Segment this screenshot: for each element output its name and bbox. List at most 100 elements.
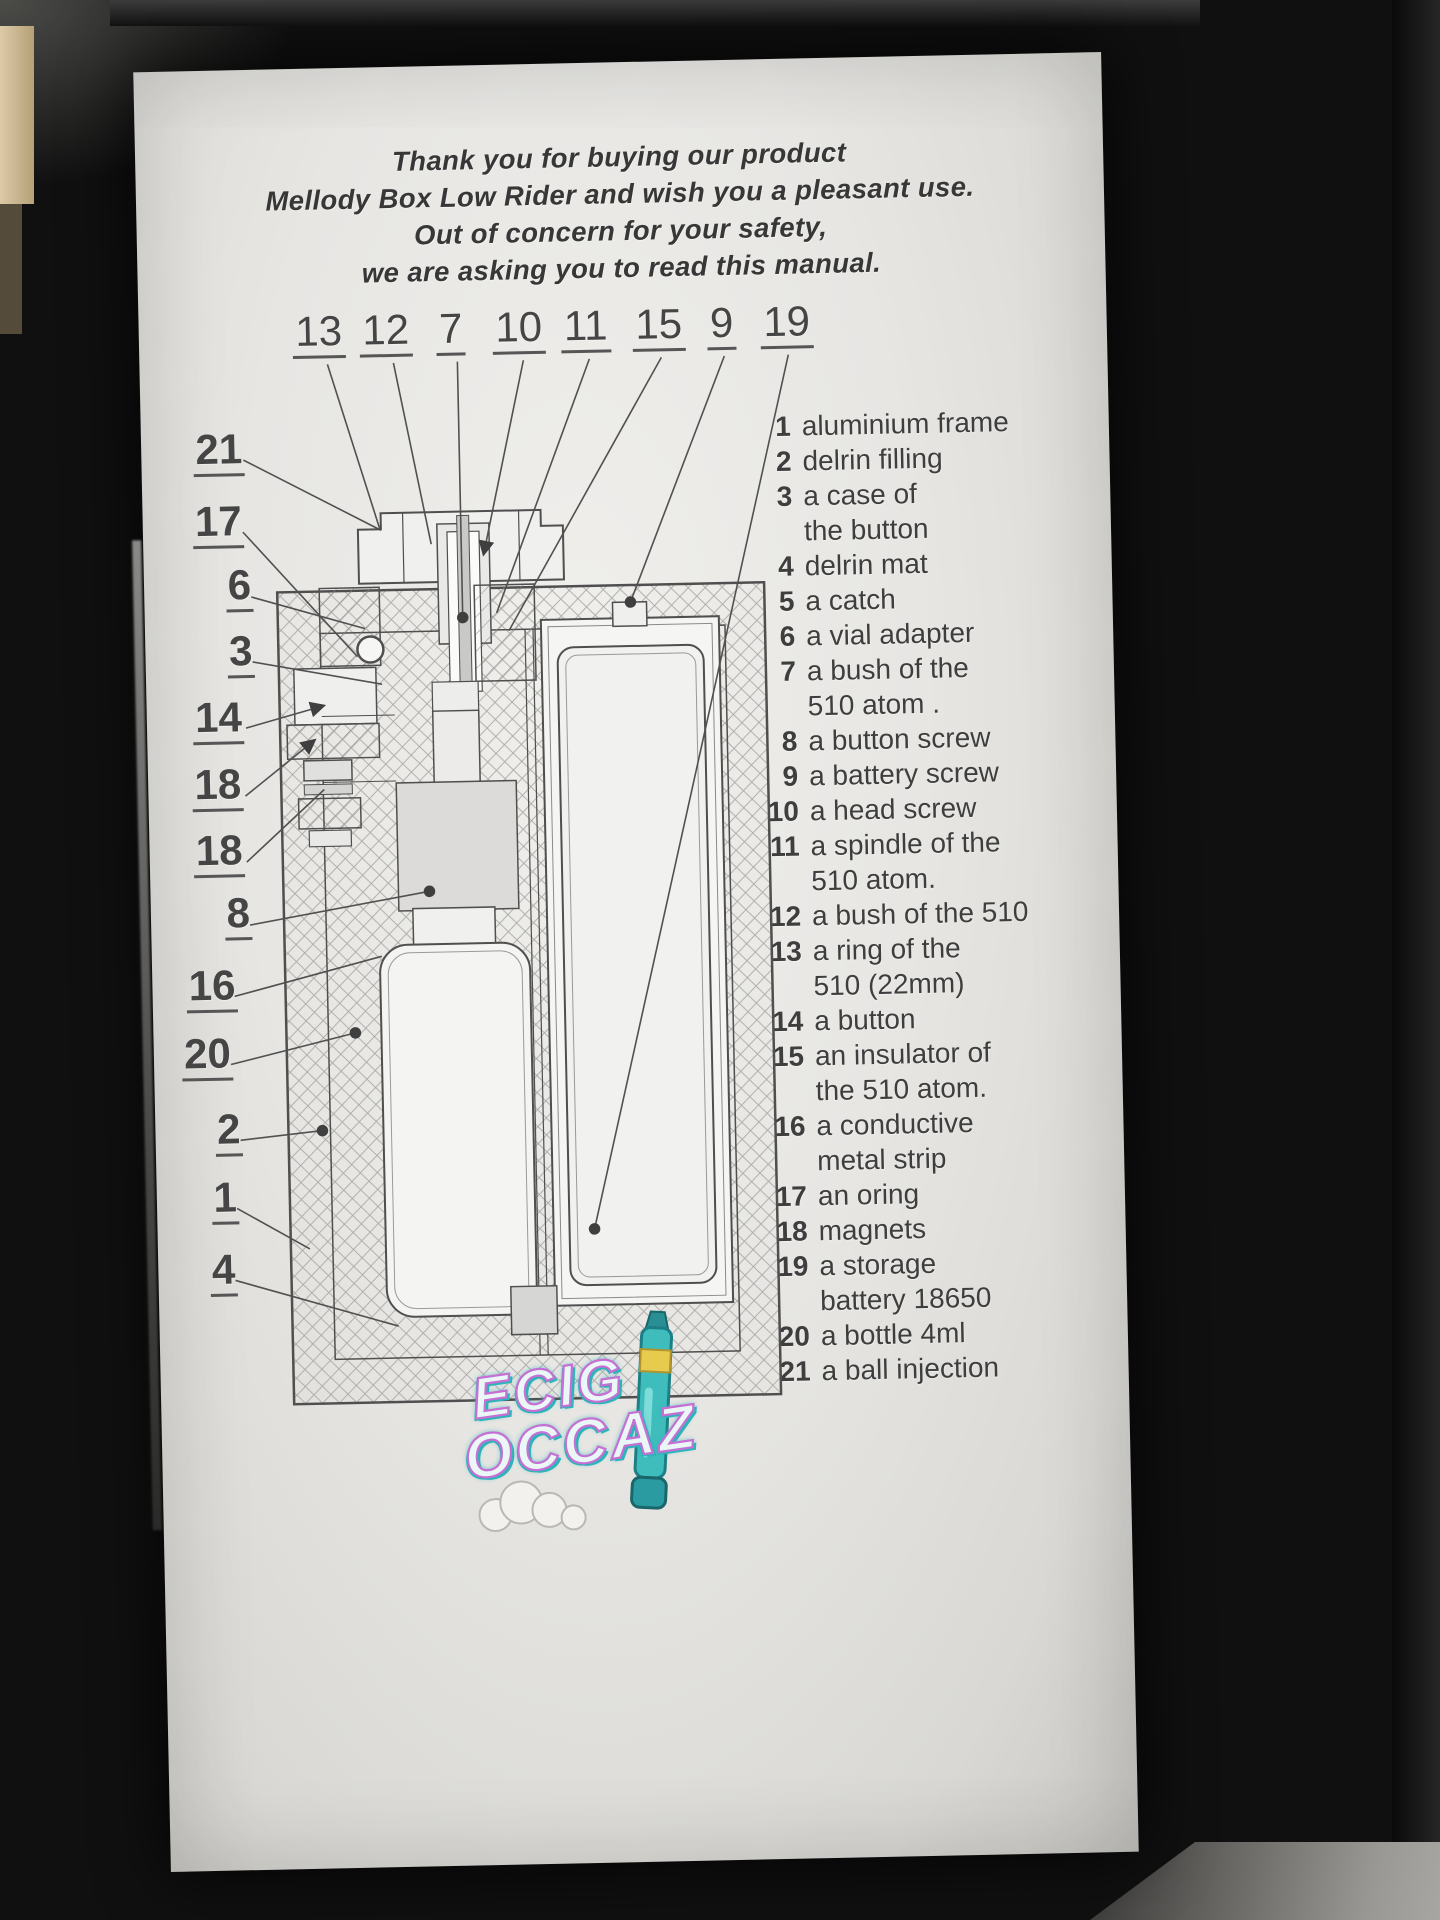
callout-number: 2 [155,1105,246,1157]
part-number: 7 [780,655,797,687]
part-number: 9 [782,760,799,792]
part-name: a spindle of the 510 atom. [810,826,1001,897]
part-name: a case of the button [802,478,929,547]
parts-list-item: 7 a bush of the 510 atom . [742,647,1108,725]
callout-number: 20 [145,1029,236,1082]
part-number: 10 [767,795,800,828]
button-assembly [286,635,397,848]
part-name: delrin filling [802,442,943,477]
part-name: an insulator of the 510 atom. [814,1036,992,1107]
part-name: an oring [817,1178,920,1212]
callout-number-text: 17 [192,497,245,550]
part-name: a ring of the 510 (22mm) [812,932,965,1002]
part-number: 21 [779,1355,811,1388]
callout-number: 18 [156,760,247,813]
manual-page: Thank you for buying our product Mellody… [133,52,1139,1872]
part-number: 11 [769,830,800,863]
parts-list: 1 aluminium frame 2 delrin filling 3 a case… [736,402,1121,1389]
callout-number: 21 [157,425,248,478]
callout-number-text: 8 [224,889,253,941]
smoke-cloud-icon [473,1471,594,1542]
callout-number: 16 [150,961,241,1014]
callout-number: 10 [491,303,546,355]
callout-number: 1 [151,1173,242,1225]
callout-number: 17 [156,497,247,550]
callout-number-text: 1 [210,1173,240,1225]
floor-corner [1090,1842,1440,1920]
part-number: 17 [775,1180,808,1213]
callout-number-text: 14 [192,693,245,746]
part-number: 12 [769,900,802,933]
part-number: 3 [776,480,793,512]
parts-list-item: 16 a conductive metal strip [751,1102,1117,1180]
part-name: a battery screw [808,756,1000,792]
part-number: 19 [776,1250,809,1283]
callout-number-text: 6 [225,560,254,613]
part-number: 1 [774,410,792,442]
callout-number: 19 [759,297,814,350]
part-name: a bush of the 510 [811,895,1029,932]
callout-number-text: 4 [209,1245,238,1297]
callout-number: 3 [167,626,258,679]
callout-number: 4 [150,1245,241,1297]
callout-number: 14 [156,693,247,746]
510-cap-assembly [318,508,565,717]
table-edge-shadow [0,204,22,334]
frame-top-edge [110,0,1200,26]
callout-number-text: 3 [226,626,255,679]
frame-right-edge [1392,0,1440,1920]
part-name: a bottle 4ml [820,1317,966,1352]
callout-number: 15 [631,300,686,352]
callout-leader-lines [230,354,790,1327]
callout-number-text: 18 [191,760,244,813]
part-number: 4 [777,550,795,582]
callout-number: 13 [291,307,346,360]
part-number: 8 [781,725,798,757]
callout-number-text: 21 [192,425,245,478]
callout-number: 9 [706,299,737,351]
callout-number: 8 [164,889,255,941]
parts-list-item: 11 a spindle of the 510 atom. [745,822,1111,900]
parts-list-item: 13 a ring of the 510 (22mm) [747,927,1113,1005]
callout-number-text: 2 [214,1105,243,1157]
parts-list-item: 15 an insulator of the 510 atom. [750,1032,1116,1110]
part-name: aluminium frame [801,406,1010,442]
part-number: 20 [778,1320,811,1353]
part-number: 16 [773,1110,806,1143]
part-number: 2 [775,445,792,477]
table-edge [0,26,34,204]
part-number: 13 [770,935,803,968]
vape-pen-icon [618,1308,687,1528]
part-name: delrin mat [804,547,928,582]
parts-list-item: 3 a case of the button [738,472,1104,550]
part-name: a bush of the 510 atom . [806,651,970,722]
part-name: a catch [805,583,897,617]
battery-compartment [539,600,735,1307]
part-number: 15 [772,1040,805,1073]
callout-number: 7 [435,305,466,357]
parts-list-item: 19 a storage battery 18650 [754,1242,1120,1320]
thank-you-text: Thank you for buying our product Mellody… [135,128,1106,296]
part-name: a button screw [808,721,991,757]
device-body-drawing [275,508,783,1406]
part-name: a ball injection [821,1351,1000,1387]
part-number: 14 [771,1005,804,1038]
part-name: a conductive metal strip [816,1106,974,1177]
callout-number-text: 18 [193,826,246,879]
part-name: magnets [818,1212,927,1247]
part-number: 6 [779,620,796,652]
callout-number: 12 [358,306,413,358]
callout-number-text: 20 [181,1029,234,1082]
callout-number: 6 [166,560,257,613]
part-name: a vial adapter [805,616,975,652]
part-name: a storage battery 18650 [819,1247,992,1317]
part-name: a head screw [809,791,977,827]
bottle-assembly [379,709,559,1336]
callout-number-text: 16 [186,961,238,1014]
callout-number: 18 [157,826,248,879]
part-name: a button [813,1003,916,1037]
callout-number: 11 [560,301,612,354]
part-number: 18 [776,1215,808,1248]
parts-list-item: 21 a ball injection [756,1347,1122,1390]
